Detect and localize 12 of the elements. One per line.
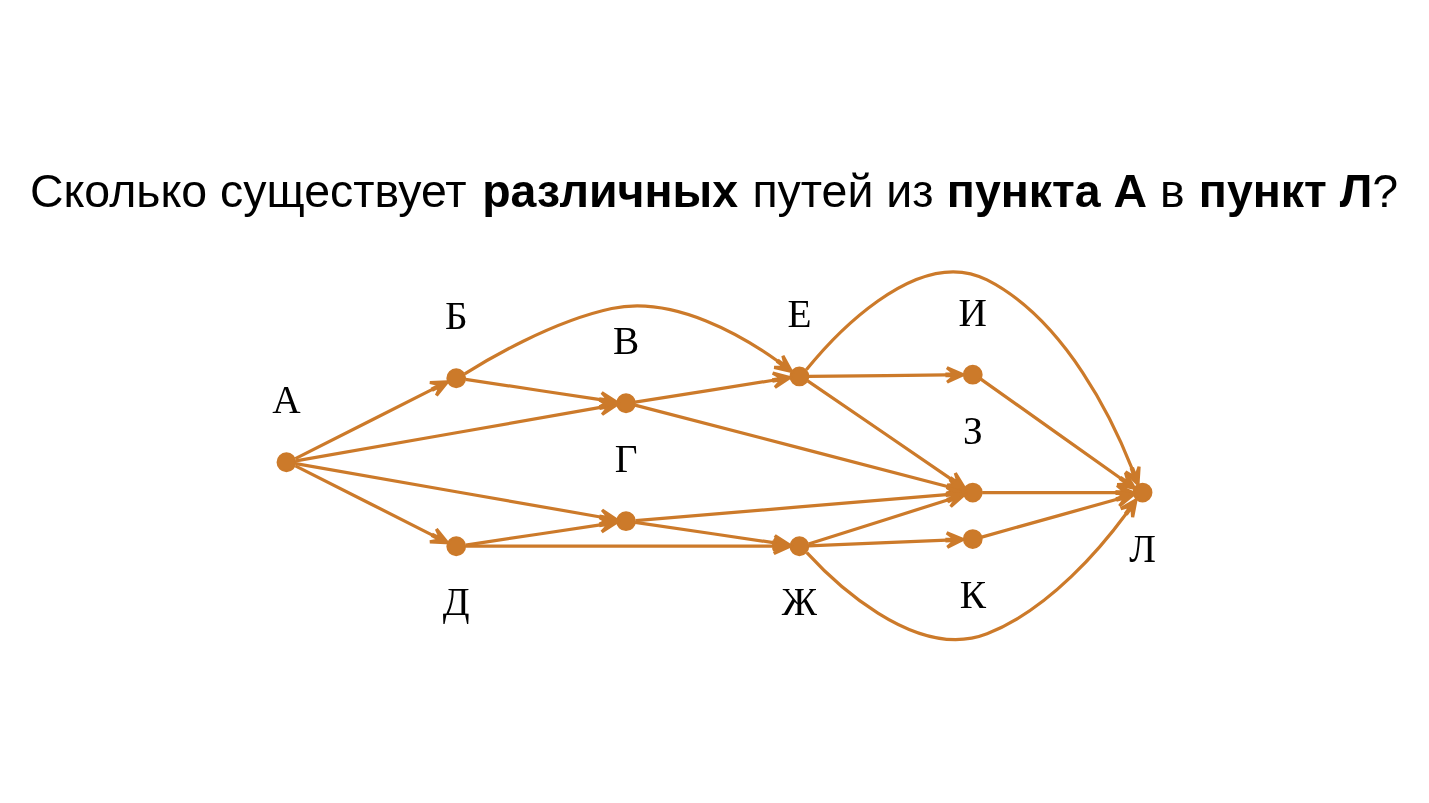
node-label: Е: [787, 291, 812, 336]
diagram-title: Сколько существует различных путей из пункта А в пункт Л?: [29, 164, 1399, 217]
node-label: В: [612, 318, 640, 363]
node-label: И: [958, 290, 987, 335]
node-label: Д: [442, 579, 470, 624]
node-label: Л: [1129, 526, 1156, 571]
node-label: К: [959, 572, 986, 617]
node-label: Г: [614, 436, 638, 481]
node-label: З: [962, 408, 983, 453]
node-label: Ж: [781, 579, 818, 624]
node-label: Б: [444, 293, 468, 338]
node-label: А: [272, 377, 301, 422]
